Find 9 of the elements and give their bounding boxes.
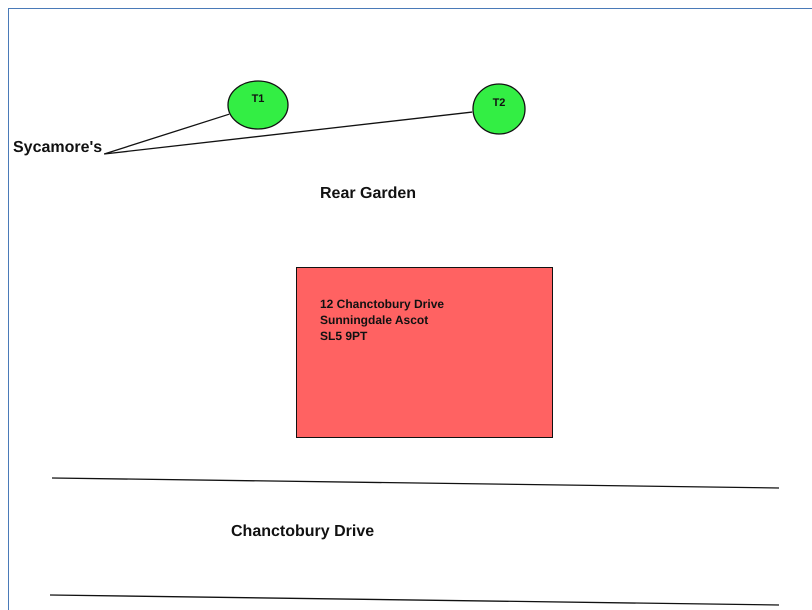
leader-line bbox=[104, 111, 472, 155]
house-box bbox=[296, 267, 553, 438]
leader-line bbox=[104, 114, 230, 155]
tree-number: T2 bbox=[492, 96, 506, 109]
road-label: Chanctobury Drive bbox=[231, 523, 374, 541]
address-text: 12 Chanctobury Drive Sunningdale Ascot SL5 9PT bbox=[320, 296, 446, 344]
area-label: Rear Garden bbox=[320, 185, 416, 203]
tree-label: Sycamore's bbox=[13, 139, 102, 157]
tree-number: T1 bbox=[252, 93, 264, 105]
